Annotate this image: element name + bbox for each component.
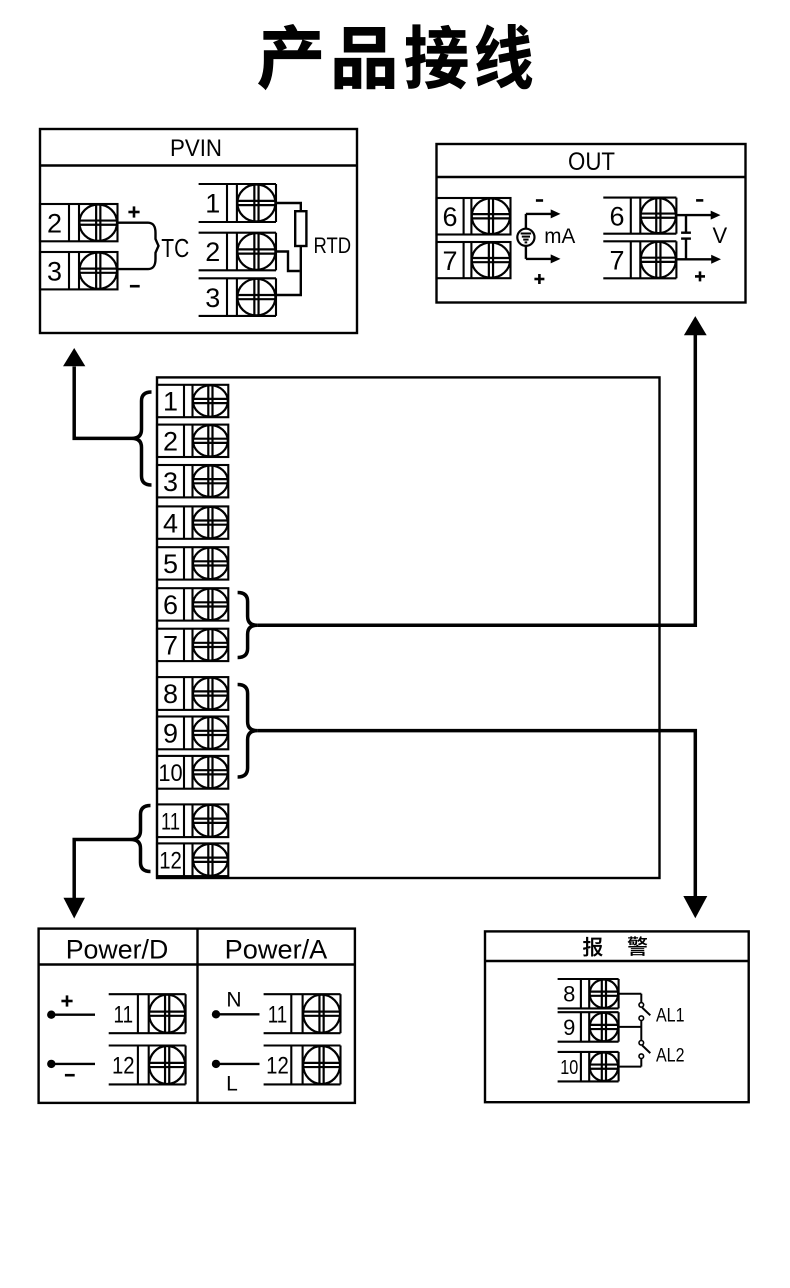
svg-text:TC: TC	[161, 233, 189, 263]
svg-text:V: V	[712, 223, 727, 248]
svg-text:Power/A: Power/A	[225, 934, 328, 964]
svg-text:2: 2	[205, 237, 220, 267]
svg-text:RTD: RTD	[314, 233, 352, 258]
svg-text:10: 10	[158, 760, 182, 787]
svg-text:L: L	[226, 1073, 238, 1096]
svg-text:Power/D: Power/D	[66, 934, 169, 964]
svg-text:6: 6	[610, 201, 625, 231]
svg-text:5: 5	[163, 549, 178, 579]
svg-text:AL1: AL1	[656, 1006, 685, 1027]
svg-text:12: 12	[266, 1053, 289, 1080]
svg-text:N: N	[226, 989, 241, 1012]
svg-text:AL2: AL2	[656, 1045, 685, 1066]
svg-text:mA: mA	[544, 224, 576, 248]
svg-text:11: 11	[114, 1001, 134, 1028]
svg-text:6: 6	[163, 590, 178, 620]
svg-text:1: 1	[205, 189, 220, 219]
svg-text:3: 3	[47, 256, 62, 286]
svg-text:12: 12	[159, 847, 182, 874]
svg-text:3: 3	[205, 283, 220, 313]
svg-text:11: 11	[268, 1001, 288, 1028]
svg-text:9: 9	[163, 719, 178, 749]
svg-text:PVIN: PVIN	[170, 135, 222, 162]
svg-text:6: 6	[443, 202, 458, 232]
svg-text:4: 4	[163, 508, 178, 538]
svg-text:7: 7	[163, 631, 178, 661]
svg-text:11: 11	[161, 808, 180, 835]
svg-text:7: 7	[443, 246, 458, 276]
svg-text:8: 8	[163, 679, 178, 709]
svg-text:8: 8	[563, 982, 575, 1007]
svg-text:2: 2	[47, 208, 62, 238]
svg-text:7: 7	[610, 246, 625, 276]
svg-text:1: 1	[163, 387, 178, 417]
svg-text:12: 12	[112, 1053, 135, 1080]
svg-text:2: 2	[163, 427, 178, 457]
svg-text:3: 3	[163, 467, 178, 497]
svg-text:9: 9	[563, 1015, 575, 1040]
svg-text:OUT: OUT	[568, 148, 615, 176]
svg-text:10: 10	[560, 1057, 578, 1079]
